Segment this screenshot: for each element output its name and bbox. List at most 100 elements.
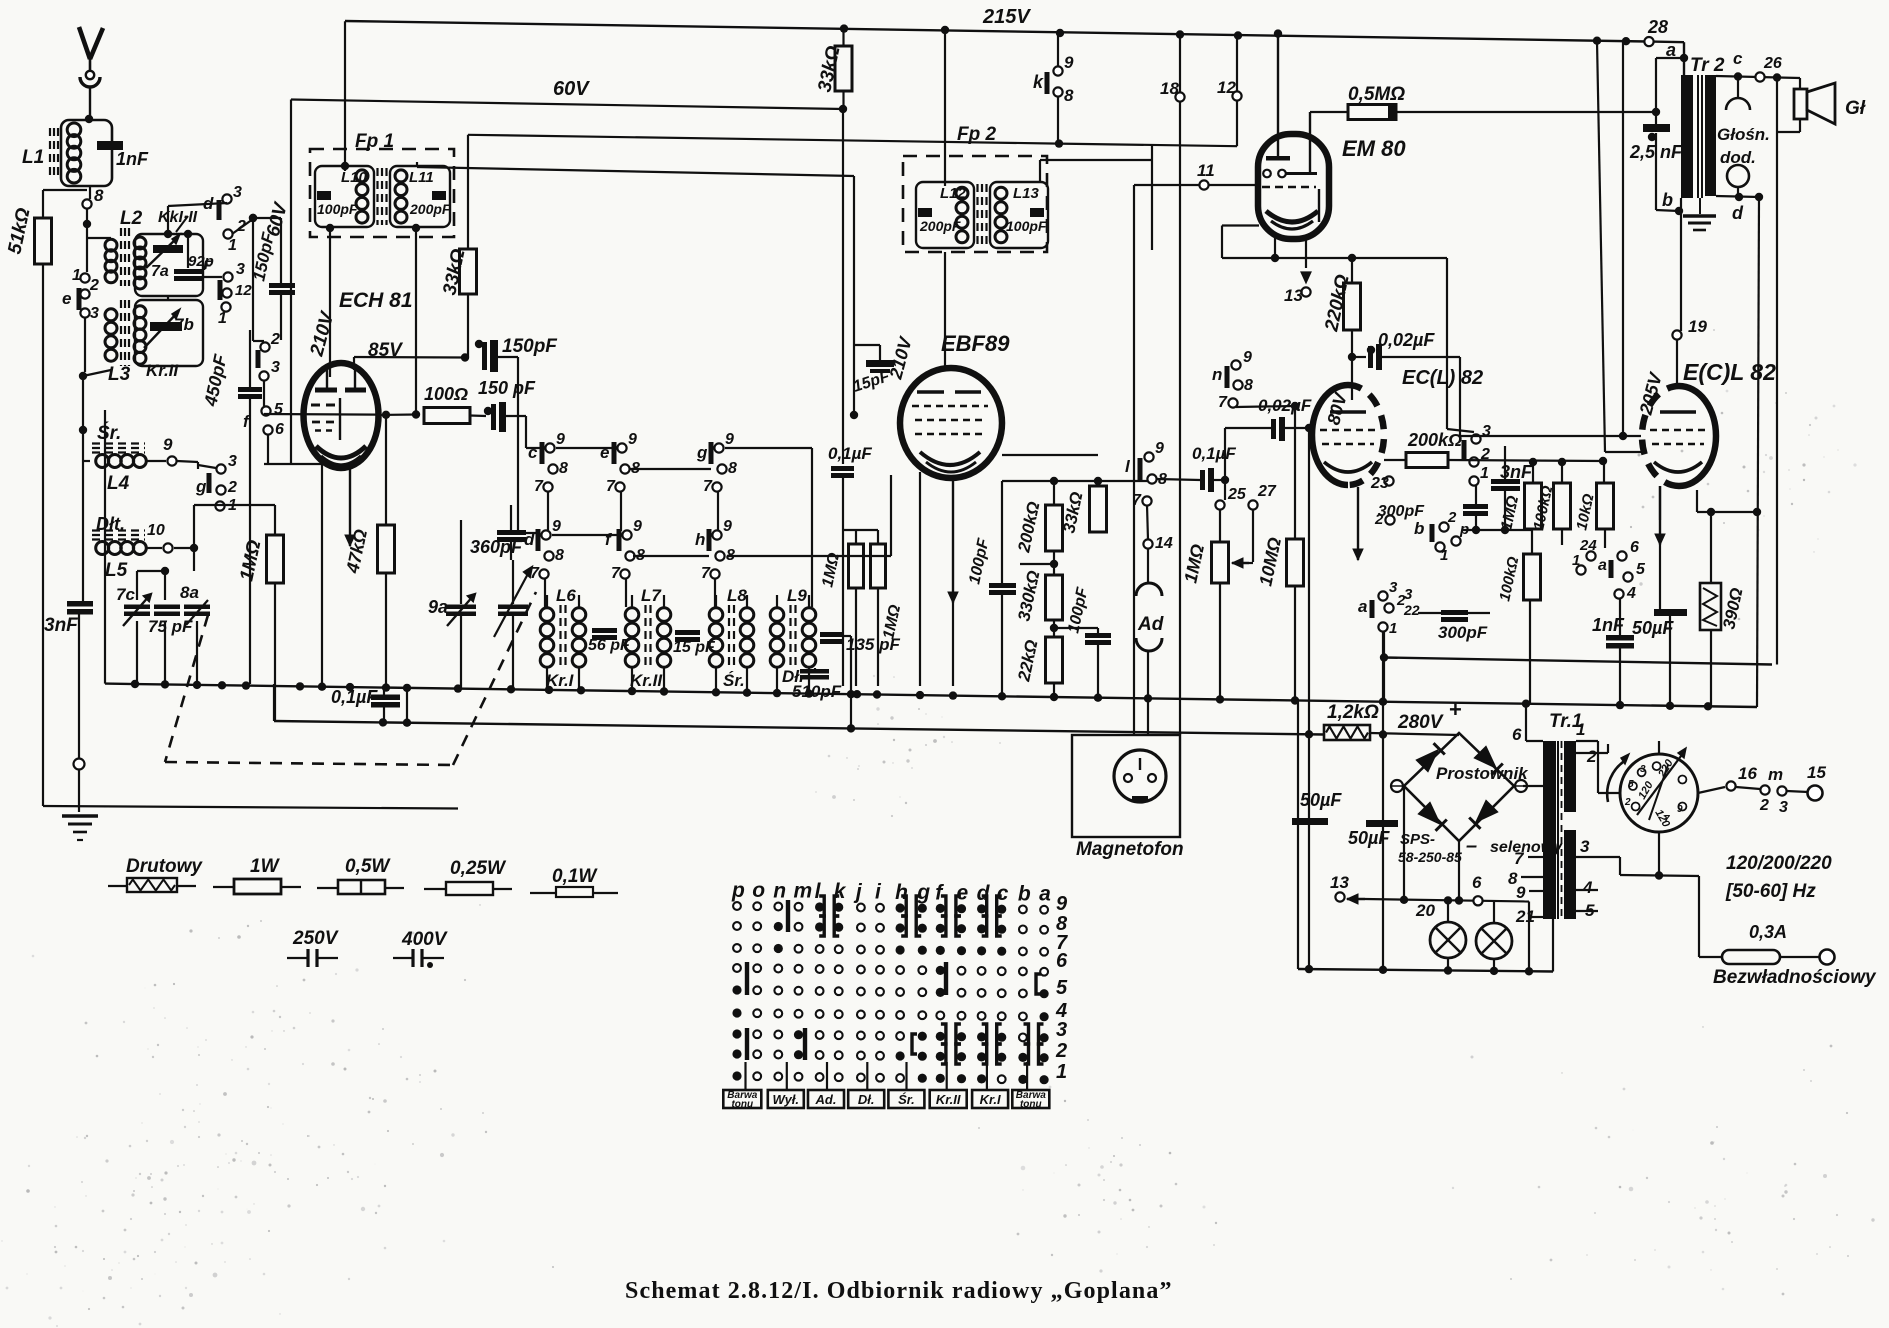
svg-text:3: 3 xyxy=(1389,579,1398,596)
svg-text:L8: L8 xyxy=(727,586,747,605)
svg-text:Ad.: Ad. xyxy=(815,1092,837,1107)
svg-text:0,25W: 0,25W xyxy=(450,858,507,879)
svg-text:EC(L) 82: EC(L) 82 xyxy=(1402,367,1483,389)
svg-text:8: 8 xyxy=(555,547,564,564)
svg-text:100pF: 100pF xyxy=(1006,218,1047,234)
svg-text:7: 7 xyxy=(1132,492,1142,509)
svg-text:6: 6 xyxy=(1056,950,1068,972)
svg-text:1: 1 xyxy=(228,497,237,514)
svg-text:3: 3 xyxy=(233,184,242,201)
svg-text:f: f xyxy=(243,412,251,431)
svg-text:Schemat 2.8.12/I. Odbiornik r: Schemat 2.8.12/I. Odbiornik radiowy „Gop… xyxy=(625,1278,1173,1304)
svg-text:27: 27 xyxy=(1257,483,1277,500)
svg-text:6: 6 xyxy=(275,421,284,438)
svg-text:13: 13 xyxy=(1284,286,1303,305)
svg-text:85V: 85V xyxy=(368,340,403,361)
svg-text:13: 13 xyxy=(1330,873,1349,892)
svg-text:7: 7 xyxy=(534,478,544,495)
svg-text:1MΩ: 1MΩ xyxy=(880,603,904,641)
svg-text:Bezwładnościowy: Bezwładnościowy xyxy=(1713,967,1877,988)
svg-text:9: 9 xyxy=(628,431,637,448)
svg-text:9: 9 xyxy=(1064,53,1074,72)
svg-text:200pF: 200pF xyxy=(919,218,961,234)
svg-text:7: 7 xyxy=(611,565,621,582)
svg-text:5: 5 xyxy=(1628,779,1634,790)
svg-text:E(C)L 82: E(C)L 82 xyxy=(1683,359,1776,385)
svg-text:16: 16 xyxy=(1738,764,1757,783)
svg-text:e: e xyxy=(62,289,71,308)
svg-text:400V: 400V xyxy=(401,929,448,950)
svg-text:d: d xyxy=(524,530,535,549)
svg-text:60V: 60V xyxy=(553,78,590,100)
svg-text:9: 9 xyxy=(1677,804,1683,815)
svg-text:a: a xyxy=(1666,40,1676,60)
svg-text:10: 10 xyxy=(147,522,165,539)
svg-text:9: 9 xyxy=(725,431,734,448)
svg-text:3: 3 xyxy=(1580,837,1590,856)
svg-text:SPS-: SPS- xyxy=(1400,831,1435,848)
svg-text:1: 1 xyxy=(228,237,237,254)
svg-text:9: 9 xyxy=(633,518,642,535)
svg-text:7: 7 xyxy=(701,565,711,582)
svg-text:e: e xyxy=(600,443,609,462)
svg-text:L1: L1 xyxy=(22,147,44,168)
svg-text:0,02µF: 0,02µF xyxy=(1378,330,1435,350)
svg-text:k: k xyxy=(1033,72,1044,92)
svg-text:8: 8 xyxy=(559,460,568,477)
svg-text:g: g xyxy=(195,477,207,496)
svg-text:Kr.I: Kr.I xyxy=(980,1092,1001,1107)
svg-text:[50-60] Hz: [50-60] Hz xyxy=(1725,881,1816,902)
svg-text:1nF: 1nF xyxy=(1592,615,1625,635)
svg-text:L3: L3 xyxy=(108,364,131,385)
svg-text:n: n xyxy=(773,880,786,903)
svg-text:e: e xyxy=(957,882,969,905)
svg-text:8: 8 xyxy=(728,460,737,477)
svg-text:3: 3 xyxy=(1640,764,1646,775)
svg-text:0,5W: 0,5W xyxy=(345,856,391,877)
svg-text:f: f xyxy=(605,530,613,549)
svg-text:2: 2 xyxy=(1759,797,1769,814)
svg-text:25: 25 xyxy=(1227,486,1247,503)
svg-text:0,1W: 0,1W xyxy=(552,866,598,887)
svg-text:1: 1 xyxy=(1056,1061,1067,1083)
svg-text:7a: 7a xyxy=(151,263,169,280)
svg-text:Kr.II: Kr.II xyxy=(146,361,179,380)
svg-text:6: 6 xyxy=(1472,873,1482,892)
svg-text:3: 3 xyxy=(271,359,280,376)
svg-text:1MΩ: 1MΩ xyxy=(819,551,843,589)
svg-text:2: 2 xyxy=(1055,1040,1067,1062)
svg-text:3: 3 xyxy=(90,305,99,322)
svg-text:200pF: 200pF xyxy=(409,201,451,217)
svg-text:8a: 8a xyxy=(180,583,199,602)
svg-text:Barwa: Barwa xyxy=(1016,1090,1046,1101)
svg-text:Barwa: Barwa xyxy=(727,1090,757,1101)
svg-text:7c: 7c xyxy=(116,585,135,604)
svg-text:Drutowy: Drutowy xyxy=(126,856,203,877)
svg-text:b: b xyxy=(1662,190,1673,210)
svg-text:7b: 7b xyxy=(174,315,194,334)
svg-text:tonu: tonu xyxy=(731,1099,753,1110)
svg-text:3nF: 3nF xyxy=(44,615,79,636)
svg-text:1W: 1W xyxy=(250,856,281,877)
svg-text:L10: L10 xyxy=(341,169,368,186)
svg-text:9: 9 xyxy=(1243,349,1252,366)
svg-text:1MΩ: 1MΩ xyxy=(1498,494,1522,532)
svg-text:L9: L9 xyxy=(787,586,807,605)
svg-text:7: 7 xyxy=(1218,394,1228,411)
svg-text:EBF89: EBF89 xyxy=(941,331,1010,356)
svg-text:1: 1 xyxy=(1572,552,1580,569)
svg-text:b: b xyxy=(1018,882,1031,905)
svg-text:KkI·II: KkI·II xyxy=(158,209,198,226)
svg-text:Dłt.: Dłt. xyxy=(96,514,125,534)
svg-text:Śr.: Śr. xyxy=(723,671,745,690)
svg-text:9: 9 xyxy=(1516,883,1526,902)
svg-text:L13: L13 xyxy=(1013,185,1040,202)
svg-text:28: 28 xyxy=(1647,17,1668,37)
svg-text:2: 2 xyxy=(1447,509,1457,526)
svg-text:150pF: 150pF xyxy=(502,336,558,357)
svg-text:26: 26 xyxy=(1763,55,1782,72)
svg-text:9: 9 xyxy=(163,435,173,454)
svg-text:7: 7 xyxy=(606,478,616,495)
svg-text:Tr 2: Tr 2 xyxy=(1690,55,1725,76)
svg-text:3: 3 xyxy=(1779,799,1788,816)
